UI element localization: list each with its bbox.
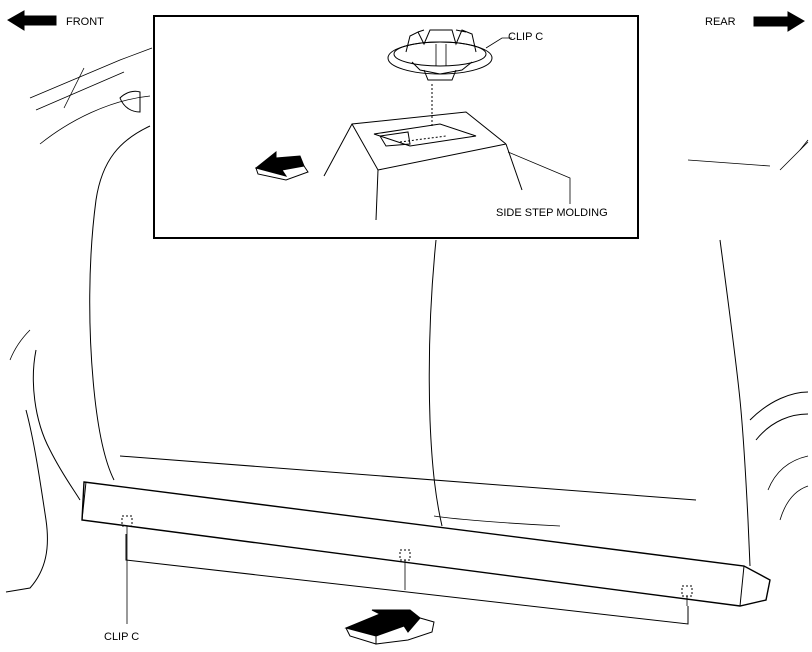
clip-c-inset-label: CLIP C: [508, 31, 543, 43]
side-step-molding-label: SIDE STEP MOLDING: [496, 207, 608, 219]
clip-c-bottom-label: CLIP C: [104, 631, 139, 643]
arrow-left-icon: [7, 10, 57, 31]
removal-direction-arrow-icon: [254, 150, 309, 181]
view-direction-arrow-icon: [344, 609, 435, 645]
front-label: FRONT: [66, 16, 104, 28]
clip-c-part: [387, 29, 493, 81]
molding-section: [323, 111, 523, 221]
arrow-right-icon: [753, 11, 805, 32]
rear-label: REAR: [705, 16, 736, 28]
rear-direction: REAR: [705, 11, 805, 32]
side-step-molding: [81, 481, 771, 625]
clip-marker-middle: [399, 549, 411, 561]
front-direction: FRONT: [7, 10, 104, 31]
detail-inset: CLIP C SIDE STEP MOLDING: [153, 15, 639, 239]
clip-marker-rear: [681, 585, 693, 597]
clip-marker-front: [121, 515, 133, 527]
vehicle-body: [5, 47, 809, 593]
